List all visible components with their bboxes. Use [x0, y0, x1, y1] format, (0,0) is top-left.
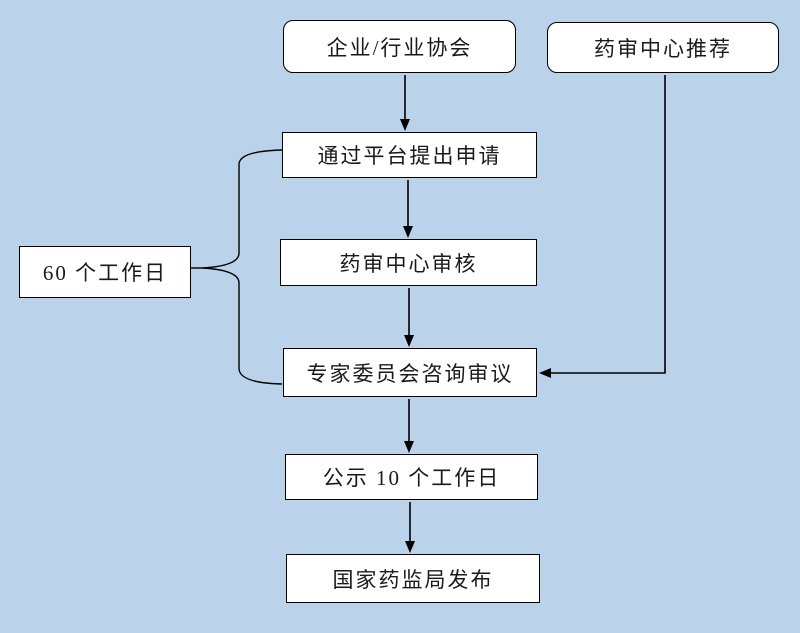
node-expert-committee-label: 专家委员会咨询审议	[306, 361, 514, 386]
node-cde-recommend: 药审中心推荐	[547, 22, 779, 73]
node-cde-recommend-label: 药审中心推荐	[594, 36, 732, 61]
arrow-cde-recommend-to-expert	[539, 75, 666, 378]
node-expert-committee: 专家委员会咨询审议	[283, 348, 537, 397]
node-cde-review: 药审中心审核	[280, 239, 537, 286]
node-apply: 通过平台提出申请	[282, 132, 537, 178]
node-sixty-working-days: 60 个工作日	[19, 246, 191, 298]
node-public-notice-label: 公示 10 个工作日	[322, 466, 501, 490]
node-apply-label: 通过平台提出申请	[317, 144, 502, 168]
node-cde-review-label: 药审中心审核	[339, 251, 478, 276]
node-public-notice: 公示 10 个工作日	[285, 454, 538, 500]
node-nmpa-release-label: 国家药监局发布	[332, 567, 494, 592]
node-enterprise: 企业/行业协会	[283, 20, 516, 73]
node-nmpa-release: 国家药监局发布	[286, 554, 540, 603]
brace-sixty-days	[201, 149, 283, 385]
node-sixty-working-days-label: 60 个工作日	[42, 261, 168, 285]
node-enterprise-label: 企业/行业协会	[326, 35, 473, 60]
